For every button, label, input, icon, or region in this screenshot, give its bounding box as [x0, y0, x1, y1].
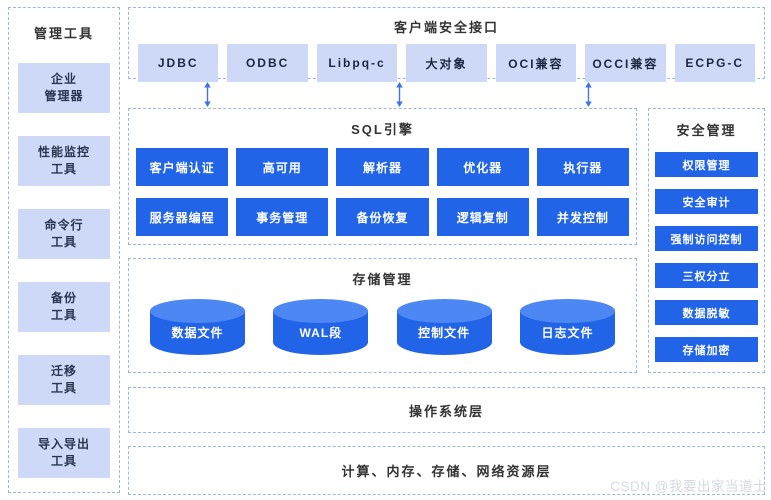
block-server-programming: 服务器编程: [136, 198, 229, 236]
panel-sql-engine: SQL引擎 客户端认证 高可用 解析器 优化器 执行器 服务器编程 事务管理 备…: [128, 108, 637, 245]
management-tools-title: 管理工具: [33, 26, 94, 41]
security-title: 安全管理: [676, 123, 737, 138]
cylinder-label: 日志文件: [541, 326, 594, 340]
cylinder-control-files: 控制文件: [396, 299, 492, 355]
cylinder-data-files: 数据文件: [150, 299, 245, 355]
block-label: 命令行 工具: [44, 217, 84, 249]
block-concurrency-control: 并发控制: [536, 198, 629, 236]
block-label: 备份 工具: [50, 290, 77, 322]
block-data-masking: 数据脱敏: [655, 300, 758, 325]
panel-management-tools: 管理工具 企业 管理器 性能监控 工具 命令行 工具 备份 工具 迁移 工具 导…: [8, 7, 120, 493]
block-optimizer: 优化器: [436, 148, 529, 186]
block-security-audit: 安全审计: [655, 189, 758, 214]
client-interface-row: JDBC ODBC Libpq-c 大对象 OCI兼容 OCCI兼容 ECPG-…: [129, 36, 764, 82]
block-migration-tools: 迁移 工具: [18, 355, 110, 405]
panel-client-security-interface: 客户端安全接口 JDBC ODBC Libpq-c 大对象 OCI兼容 OCCI…: [128, 7, 765, 82]
connector-arrow-icon: [395, 82, 404, 107]
watermark: CSDN @我要出家当道士: [610, 479, 767, 494]
block-libpq-c: Libpq-c: [316, 44, 398, 82]
security-list: 权限管理 安全审计 强制访问控制 三权分立 数据脱敏 存储加密: [649, 139, 764, 362]
block-performance-monitor-tools: 性能监控 工具: [18, 136, 110, 186]
block-enterprise-manager: 企业 管理器: [18, 63, 110, 113]
block-odbc: ODBC: [227, 44, 308, 82]
block-high-availability: 高可用: [236, 148, 329, 186]
block-ecpg-c: ECPG-C: [674, 44, 755, 82]
block-oci-compat: OCI兼容: [495, 44, 577, 82]
sql-engine-grid: 客户端认证 高可用 解析器 优化器 执行器 服务器编程 事务管理 备份恢复 逻辑…: [129, 138, 636, 236]
block-jdbc: JDBC: [138, 44, 219, 82]
management-tools-list: 企业 管理器 性能监控 工具 命令行 工具 备份 工具 迁移 工具 导入导出 工…: [9, 63, 119, 478]
block-mandatory-access-control: 强制访问控制: [655, 226, 758, 251]
block-label: 性能监控 工具: [37, 144, 90, 176]
block-storage-encryption: 存储加密: [655, 337, 758, 362]
block-label: 企业 管理器: [44, 71, 84, 103]
panel-resource-layer: 计算、内存、存储、网络资源层: [128, 446, 765, 495]
block-permission-management: 权限管理: [655, 152, 758, 177]
block-occi-compat: OCCI兼容: [585, 44, 666, 82]
cylinder-wal-segments: WAL段: [273, 299, 369, 355]
client-interface-title: 客户端安全接口: [393, 20, 499, 35]
block-backup-tools: 备份 工具: [18, 282, 110, 332]
connector-arrow-icon: [203, 82, 212, 107]
storage-cylinders: 数据文件 WAL段 控制文件 日志文件: [129, 299, 636, 355]
resource-layer-title: 计算、内存、存储、网络资源层: [341, 464, 552, 479]
block-label: 迁移 工具: [50, 363, 77, 395]
block-import-export-tools: 导入导出 工具: [18, 428, 110, 478]
os-layer-title: 操作系统层: [408, 403, 484, 419]
block-label: 导入导出 工具: [37, 436, 90, 468]
cylinder-label: 控制文件: [418, 326, 471, 340]
panel-storage-management: 存储管理 数据文件 WAL段 控制文件 日志文件: [128, 258, 637, 373]
block-large-object: 大对象: [406, 44, 487, 82]
panel-security-management: 安全管理 权限管理 安全审计 强制访问控制 三权分立 数据脱敏 存储加密: [648, 108, 765, 373]
cylinder-log-files: 日志文件: [519, 299, 615, 355]
block-client-auth: 客户端认证: [136, 148, 229, 186]
block-parser: 解析器: [336, 148, 429, 186]
block-cli-tools: 命令行 工具: [18, 209, 110, 259]
block-logical-replication: 逻辑复制: [436, 198, 529, 236]
cylinder-label: 数据文件: [171, 326, 224, 340]
block-executor: 执行器: [536, 148, 629, 186]
cylinder-label: WAL段: [299, 326, 343, 340]
block-separation-of-powers: 三权分立: [655, 263, 758, 288]
storage-title: 存储管理: [352, 272, 413, 287]
sql-engine-title: SQL引擎: [351, 122, 414, 137]
connector-arrow-icon: [584, 82, 593, 107]
block-backup-restore: 备份恢复: [336, 198, 429, 236]
panel-os-layer: 操作系统层: [128, 387, 765, 433]
block-transaction-management: 事务管理: [236, 198, 329, 236]
